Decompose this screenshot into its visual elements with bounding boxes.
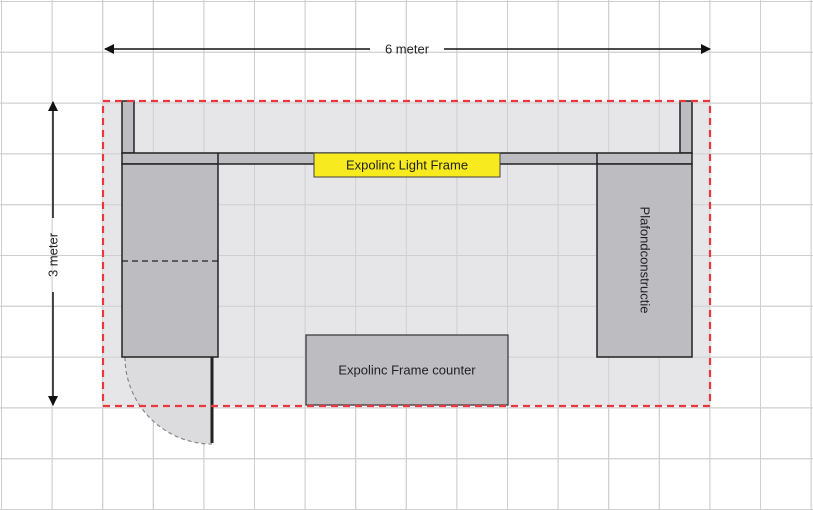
counter-label: Expolinc Frame counter (338, 362, 476, 377)
right-post (679, 100, 693, 154)
frame-counter (305, 334, 509, 406)
ceiling-construction-block (596, 163, 693, 358)
door-swing-arc (125, 357, 212, 444)
left-post (121, 100, 135, 154)
light-frame (313, 152, 501, 178)
ceiling-label: Plafondconstructie (638, 207, 653, 314)
booth-outline (101, 99, 712, 408)
height-label: 3 meter (45, 232, 60, 277)
width-label: 6 meter (385, 41, 430, 56)
light-frame-label: Expolinc Light Frame (346, 157, 468, 172)
door-swing-arc-line (124, 356, 213, 445)
